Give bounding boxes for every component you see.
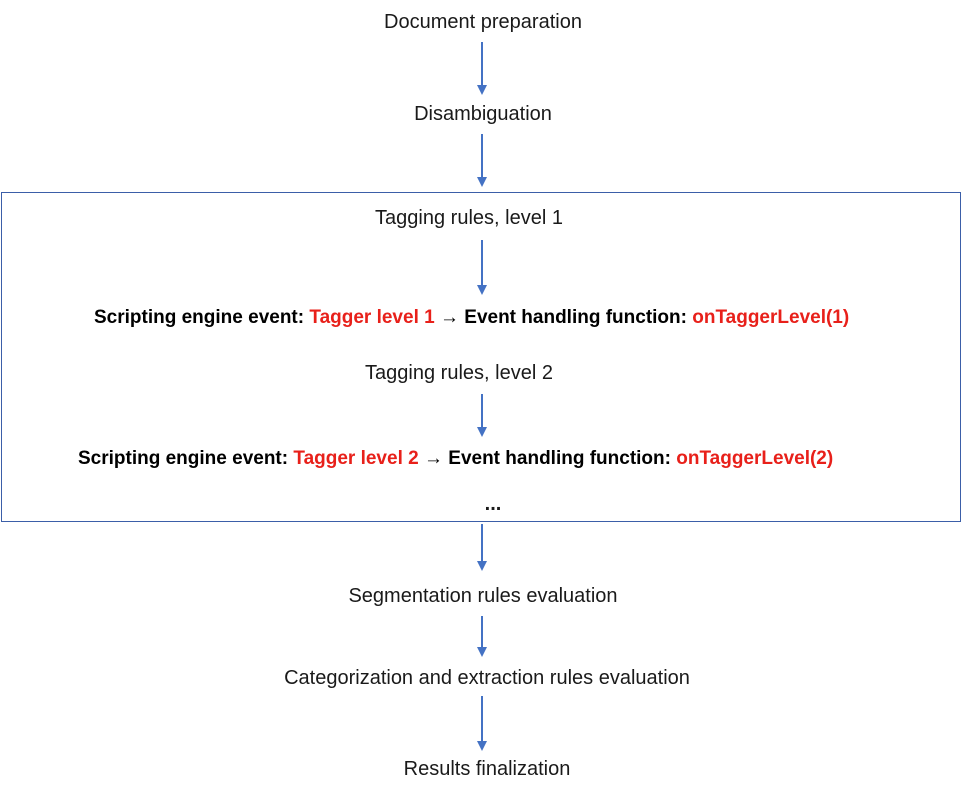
- step-document-preparation: Document preparation: [384, 11, 582, 33]
- event-prefix: Scripting engine event:: [94, 307, 310, 328]
- step-tagging-level-2: Tagging rules, level 2: [365, 362, 553, 384]
- event-line-2: Scripting engine event: Tagger level 2 →…: [78, 447, 833, 471]
- arrow-glyph: →: [439, 307, 459, 328]
- handler-name: onTaggerLevel(2): [676, 448, 834, 469]
- event-name: Tagger level 2: [293, 448, 419, 469]
- handler-prefix: Event handling function:: [464, 307, 693, 328]
- step-disambiguation: Disambiguation: [414, 103, 552, 125]
- more-levels-ellipsis: ...: [484, 493, 502, 515]
- arrow-glyph: →: [423, 448, 443, 469]
- event-line-1: Scripting engine event: Tagger level 1 →…: [94, 306, 849, 330]
- handler-prefix: Event handling function:: [448, 448, 677, 469]
- event-prefix: Scripting engine event:: [78, 448, 294, 469]
- event-name: Tagger level 1: [309, 307, 435, 328]
- step-categorization: Categorization and extraction rules eval…: [284, 667, 690, 689]
- step-segmentation: Segmentation rules evaluation: [348, 585, 618, 607]
- step-results-finalization: Results finalization: [403, 758, 571, 780]
- step-tagging-level-1: Tagging rules, level 1: [375, 207, 563, 229]
- handler-name: onTaggerLevel(1): [692, 307, 850, 328]
- tagging-group-frame: [1, 192, 961, 522]
